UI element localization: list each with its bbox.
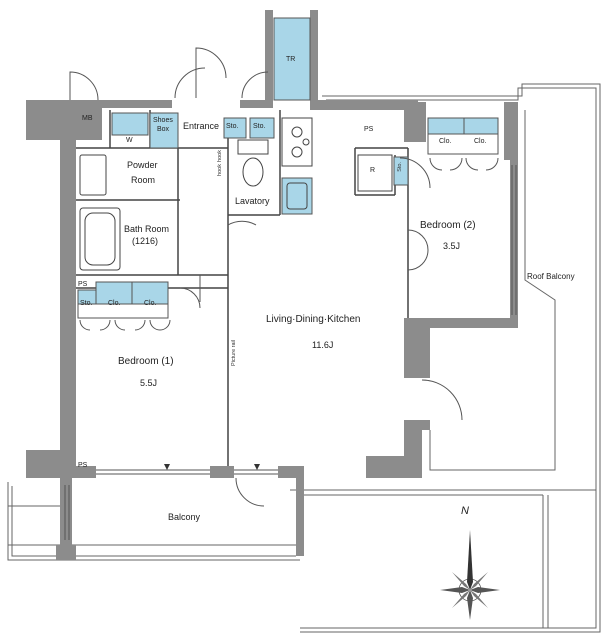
stove (281, 117, 313, 167)
ldk-label: Living·Dining·Kitchen (266, 314, 361, 325)
bedroom2-size-label: 3.5J (443, 241, 461, 251)
clo-bed2-b-label: Clo. (474, 138, 487, 145)
sto-bed2-label: Sto. (397, 162, 403, 172)
w-label: W (126, 137, 133, 144)
roof-balcony-outline (290, 83, 601, 633)
interior-walls (76, 110, 409, 466)
powder-room-label-1: Powder (127, 160, 158, 170)
sto-lavatory-label: Sto. (253, 123, 266, 130)
bedroom1-label: Bedroom (1) (118, 356, 174, 367)
sto-bed1-label: Sto. (80, 300, 93, 307)
clo-bed1-a-label: Clo. (108, 300, 121, 307)
toilet (237, 139, 269, 187)
ps-bottom-label: PS (78, 462, 88, 469)
doors (69, 47, 499, 507)
bath-room-label: Bath Room (124, 224, 170, 234)
clo-bed1-b-label: Clo. (144, 300, 157, 307)
exterior-walls (26, 10, 518, 560)
shoes-box-label-2: Box (157, 126, 170, 133)
entrance-label: Entrance (183, 121, 220, 131)
north-label: N (461, 505, 469, 517)
ldk-size-label: 11.6J (312, 340, 334, 350)
lavatory-label: Lavatory (235, 196, 270, 206)
window-markers (164, 464, 260, 470)
refrigerator (357, 154, 393, 192)
bedroom1-size-label: 5.5J (140, 378, 158, 388)
roof-balcony-label: Roof Balcony (527, 272, 575, 281)
bathtub (79, 207, 121, 271)
storage-fills (77, 17, 499, 305)
hook-label-1: hook (217, 150, 223, 162)
tr-label: TR (286, 56, 296, 63)
ps-left-label: PS (78, 281, 88, 288)
compass-icon (440, 530, 500, 620)
clo-bed2-a-label: Clo. (439, 138, 452, 145)
bedroom2-label: Bedroom (2) (420, 220, 476, 231)
balcony-outline (7, 482, 300, 561)
shoes-box-label-1: Shoes (153, 117, 173, 124)
powder-sink (79, 154, 107, 196)
r-label: R (370, 167, 376, 174)
ps-top-label: PS (364, 126, 374, 133)
windows (64, 165, 517, 540)
bath-size-label: (1216) (132, 236, 159, 246)
mb-label: MB (82, 115, 93, 122)
balcony-label: Balcony (168, 512, 201, 522)
hook-label-2: hook (217, 164, 223, 176)
picture-rail-label: Picture rail (231, 340, 237, 366)
kitchen-sink (286, 182, 308, 210)
closet-outlines (77, 133, 499, 319)
sto-entrance-label: Sto. (226, 123, 239, 130)
powder-room-label-2: Room (131, 175, 156, 185)
